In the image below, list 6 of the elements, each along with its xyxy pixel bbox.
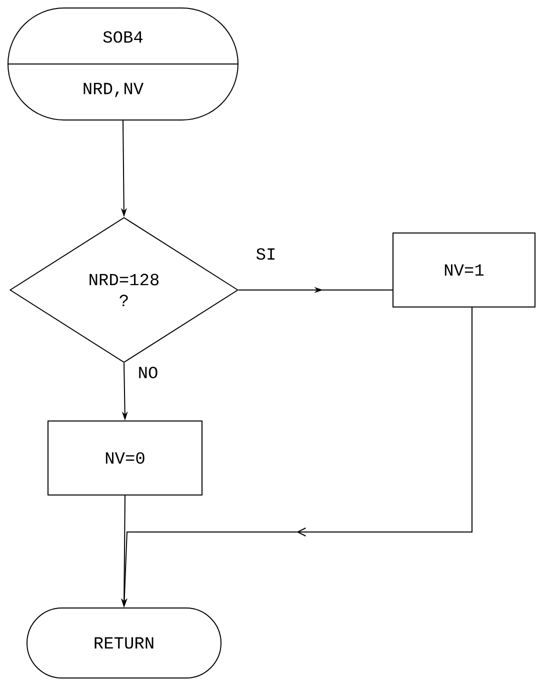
process-box: NV=1 [392, 232, 536, 308]
edge-label: SI [254, 247, 278, 261]
process-box: NV=0 [48, 420, 202, 496]
edge-label: NO [136, 366, 160, 380]
end-terminal: RETURN [26, 608, 222, 678]
start-terminal: SOB4 NRD,NV [7, 8, 239, 120]
